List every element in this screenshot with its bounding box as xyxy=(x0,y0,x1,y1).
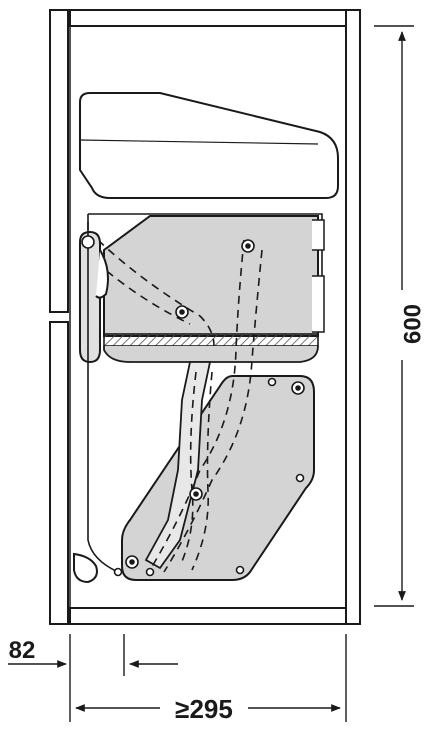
cabinet-bottom-panel xyxy=(69,607,347,625)
offset-dimension-label: 82 xyxy=(9,637,36,664)
min-width-dimension-label: ≥295 xyxy=(175,694,233,724)
width-dimension xyxy=(8,634,347,722)
height-dimension-label: 600 xyxy=(399,304,426,344)
upper-housing xyxy=(79,92,339,199)
cabinet-carcass xyxy=(49,9,361,625)
pivot-points xyxy=(81,235,305,577)
lower-basket xyxy=(121,375,315,581)
height-dimension xyxy=(374,25,414,607)
door-upper-panel xyxy=(49,9,69,313)
hinge-bracket xyxy=(73,222,119,584)
cabinet-right-panel xyxy=(345,9,361,625)
cabinet-top-panel xyxy=(69,9,347,27)
door-lower-panel xyxy=(49,321,69,625)
linkage-arm xyxy=(144,361,212,570)
